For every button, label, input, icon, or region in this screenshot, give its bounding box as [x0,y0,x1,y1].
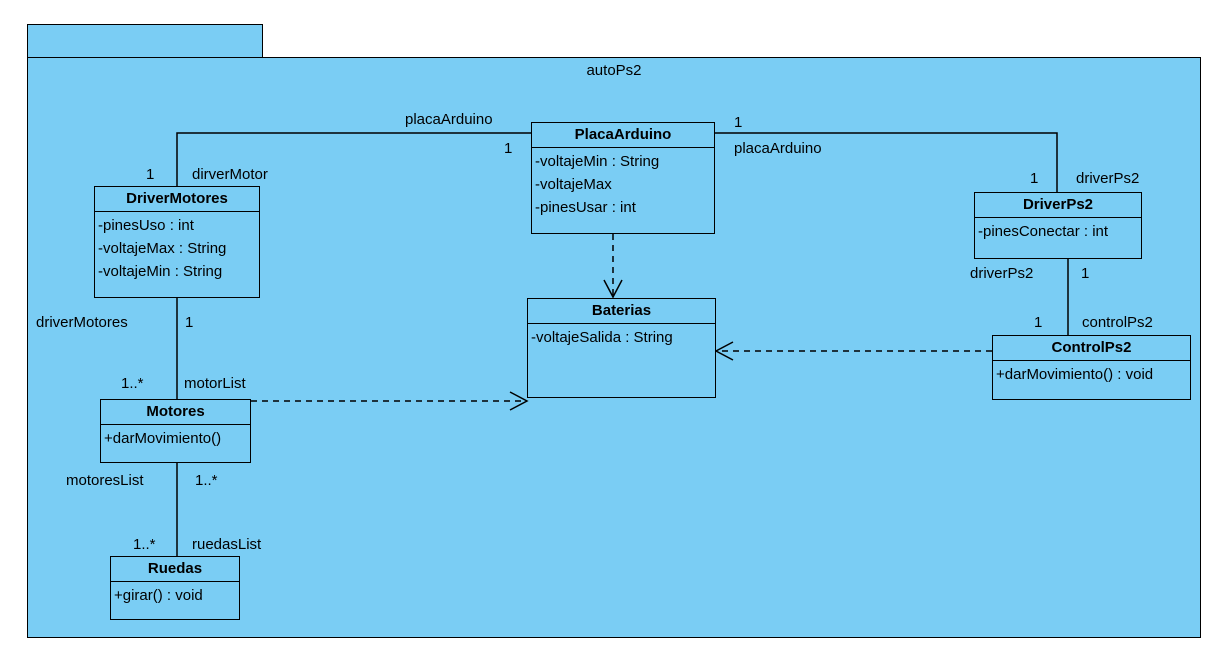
role-label: driverMotores [36,314,128,331]
multiplicity-label: 1 [146,166,155,183]
role-label: placaArduino [405,111,493,128]
class-controlps2[interactable]: ControlPs2 +darMovimiento() : void [992,335,1191,400]
assoc-placa-drivermotores [176,132,532,186]
package-tab [27,24,263,58]
class-attribute: -pinesUsar : int [535,199,636,216]
multiplicity-label: 1..* [133,536,156,553]
package-name: autoPs2 [586,62,642,79]
multiplicity-label: 1 [504,140,513,157]
class-ruedas[interactable]: Ruedas +girar() : void [110,556,240,620]
class-name: Motores [101,400,250,425]
class-attribute: -voltajeMax [535,176,612,193]
class-operation: +darMovimiento() [104,430,222,447]
role-label: driverPs2 [1076,170,1140,187]
role-label: motorList [184,375,246,392]
class-attribute: -voltajeSalida : String [531,329,673,346]
multiplicity-label: 1 [734,114,743,131]
class-name: PlacaArduino [532,123,714,148]
class-motores[interactable]: Motores +darMovimiento() [100,399,251,463]
class-attribute: -pinesUso : int [98,217,194,234]
class-name: DriverMotores [95,187,259,212]
class-placaarduino[interactable]: PlacaArduino -voltajeMin : String -volta… [531,122,715,234]
role-label: controlPs2 [1082,314,1153,331]
class-name: ControlPs2 [993,336,1190,361]
multiplicity-label: 1..* [121,375,144,392]
multiplicity-label: 1 [1034,314,1043,331]
class-baterias[interactable]: Baterias -voltajeSalida : String [527,298,716,398]
class-driverps2[interactable]: DriverPs2 -pinesConectar : int [974,192,1142,259]
class-attribute: -voltajeMax : String [98,240,227,257]
class-operation: +girar() : void [114,587,203,604]
role-label: driverPs2 [970,265,1034,282]
multiplicity-label: 1 [185,314,194,331]
class-name: Ruedas [111,557,239,582]
class-attribute: -voltajeMin : String [535,153,660,170]
role-label: ruedasList [192,536,262,553]
class-drivermotores[interactable]: DriverMotores -pinesUso : int -voltajeMa… [94,186,260,298]
class-operation: +darMovimiento() : void [996,366,1154,383]
class-name: Baterias [528,299,715,324]
dep-placa-baterias-arrow [603,279,623,299]
class-name: DriverPs2 [975,193,1141,218]
role-label: dirverMotor [192,166,268,183]
dep-motores-baterias-arrow [509,391,529,411]
dep-controlps2-baterias-arrow [714,341,734,361]
class-attribute: -voltajeMin : String [98,263,223,280]
multiplicity-label: 1 [1081,265,1090,282]
role-label: placaArduino [734,140,822,157]
multiplicity-label: 1 [1030,170,1039,187]
assoc-placa-driverps2 [714,132,1058,192]
multiplicity-label: 1..* [195,472,218,489]
role-label: motoresList [66,472,144,489]
class-attribute: -pinesConectar : int [978,223,1109,240]
